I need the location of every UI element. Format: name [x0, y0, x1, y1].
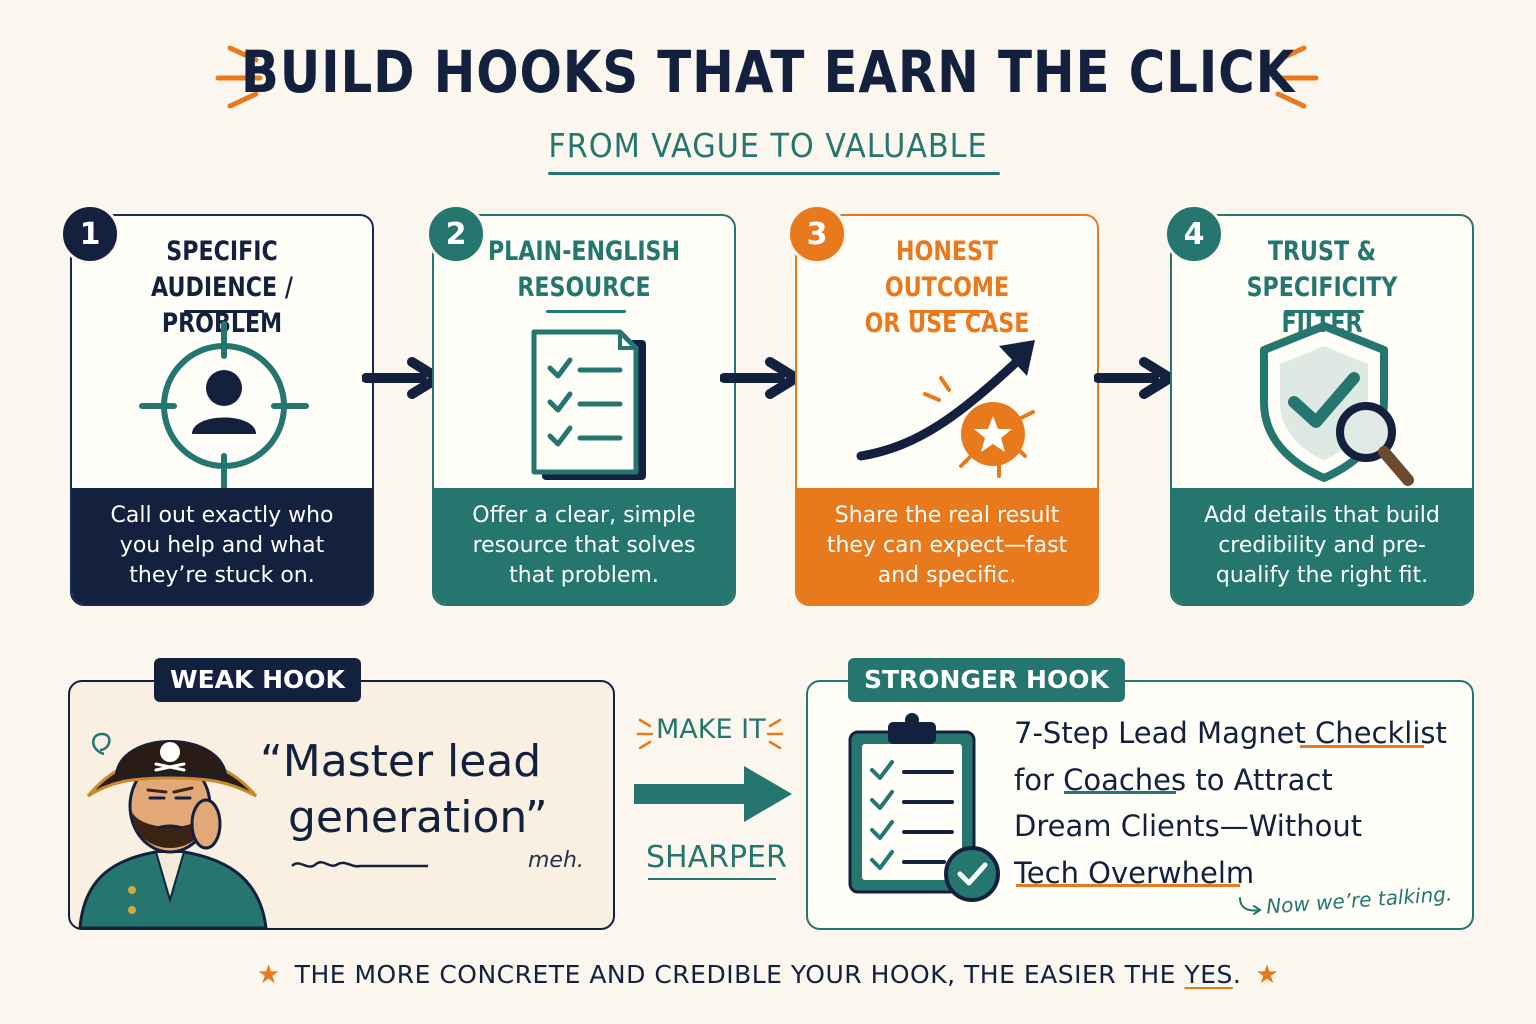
title-spark-left-icon [215, 45, 263, 109]
pirate-character-icon [78, 732, 268, 928]
spark-right-icon [766, 718, 784, 750]
spark-left-icon [636, 718, 654, 750]
page-title: BUILD HOOKS THAT EARN THE CLICK [240, 38, 1296, 106]
overwhelm-underline [1016, 884, 1240, 887]
title-spark-right-icon [1271, 45, 1319, 109]
weak-hook-quote: “Master lead generation” [260, 736, 548, 843]
footer-tagline: ★THE MORE CONCRETE AND CREDIBLE YOUR HOO… [256, 960, 1280, 990]
step-badge-3: 3 [787, 204, 847, 264]
step-description: Offer a clear, simple resource that solv… [434, 488, 734, 604]
heading-underline [909, 310, 989, 313]
clipboard-checklist-icon [848, 713, 1000, 902]
big-arrow-right-icon [634, 766, 792, 822]
transition-bottom-label: SHARPER [646, 840, 787, 875]
stronger-hook-tag: STRONGER HOOK [848, 658, 1125, 702]
checklist-underline [1300, 745, 1424, 748]
scribble-underline [291, 861, 428, 868]
step-card-1: SPECIFIC AUDIENCE / PROBLEM Call out exa… [70, 214, 374, 606]
step-card-2: PLAIN-ENGLISH RESOURCE Offer a clear, si… [432, 214, 736, 606]
curl-arrow-icon [1239, 897, 1262, 915]
weak-hook-reaction: meh. [528, 848, 584, 873]
step-description: Add details that build credibility and p… [1172, 488, 1472, 604]
star-icon: ★ [256, 960, 281, 990]
step-card-4: TRUST & SPECIFICITY FILTER Add details t… [1170, 214, 1474, 606]
stronger-hook-text: 7-Step Lead Magnet Checklist for Coaches… [1014, 716, 1447, 890]
step-badge-1: 1 [60, 204, 120, 264]
step-badge-4: 4 [1164, 204, 1224, 264]
sharper-underline [648, 878, 776, 880]
step-heading: HONEST OUTCOME OR USE CASE [864, 236, 1030, 339]
target-person-icon [139, 321, 309, 491]
subtitle-underline [548, 172, 1000, 175]
page-subtitle: FROM VAGUE TO VALUABLE [548, 126, 988, 165]
heading-underline [1284, 310, 1364, 313]
arrow-right-icon [1094, 357, 1175, 399]
heading-underline [184, 310, 264, 313]
weak-hook-tag: WEAK HOOK [154, 658, 361, 702]
shield-check-magnifier-icon [1260, 322, 1414, 486]
arrow-right-icon [720, 357, 801, 399]
growth-arrow-star-icon [856, 340, 1035, 478]
transition-top-label: MAKE IT [656, 714, 766, 745]
star-icon: ★ [1255, 960, 1280, 990]
checklist-document-icon [531, 329, 646, 480]
coaches-underline [1064, 791, 1176, 794]
tagline-yes: YES [1184, 960, 1233, 989]
step-card-3: HONEST OUTCOME OR USE CASE Share the rea… [795, 214, 1099, 606]
step-heading: PLAIN-ENGLISH RESOURCE [487, 236, 681, 303]
step-description: Share the real result they can expect—fa… [797, 488, 1097, 604]
step-badge-2: 2 [426, 204, 486, 264]
step-heading: SPECIFIC AUDIENCE / PROBLEM [151, 236, 293, 339]
step-description: Call out exactly who you help and what t… [72, 488, 372, 604]
heading-underline [546, 310, 626, 313]
